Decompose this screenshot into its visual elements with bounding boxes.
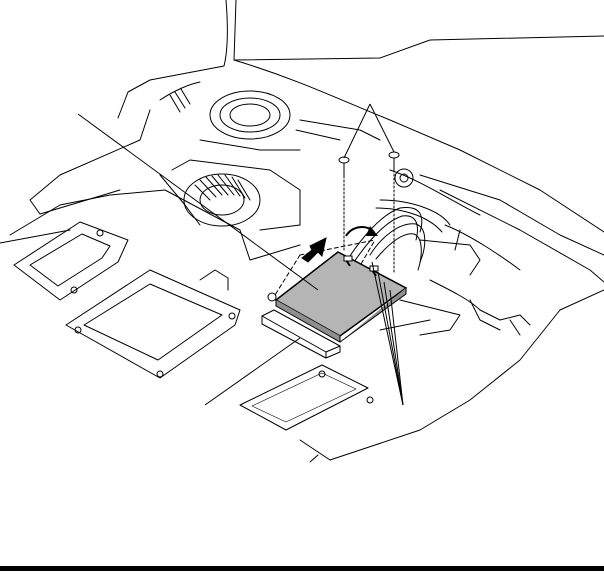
cooling-fan — [159, 159, 301, 231]
removal-path-top — [299, 239, 376, 256]
left-bracket — [13, 221, 129, 301]
retaining-screws — [338, 151, 414, 273]
chassis-outline — [0, 0, 604, 463]
speaker — [159, 81, 381, 151]
antenna-cables — [345, 199, 451, 271]
card-callout — [77, 113, 319, 291]
page-bottom-rule — [0, 566, 604, 571]
slot-callout — [204, 337, 301, 406]
wireless-lan-card — [267, 251, 408, 343]
screws-callout — [343, 103, 395, 159]
slide-out-arrow-icon — [301, 237, 327, 263]
card-slot-connector — [261, 309, 341, 359]
removal-path — [274, 254, 301, 296]
antenna-callout — [371, 261, 404, 406]
lift-rotate-arrow-icon — [345, 226, 378, 237]
cover-plate — [239, 364, 374, 431]
center-bracket — [65, 269, 241, 379]
